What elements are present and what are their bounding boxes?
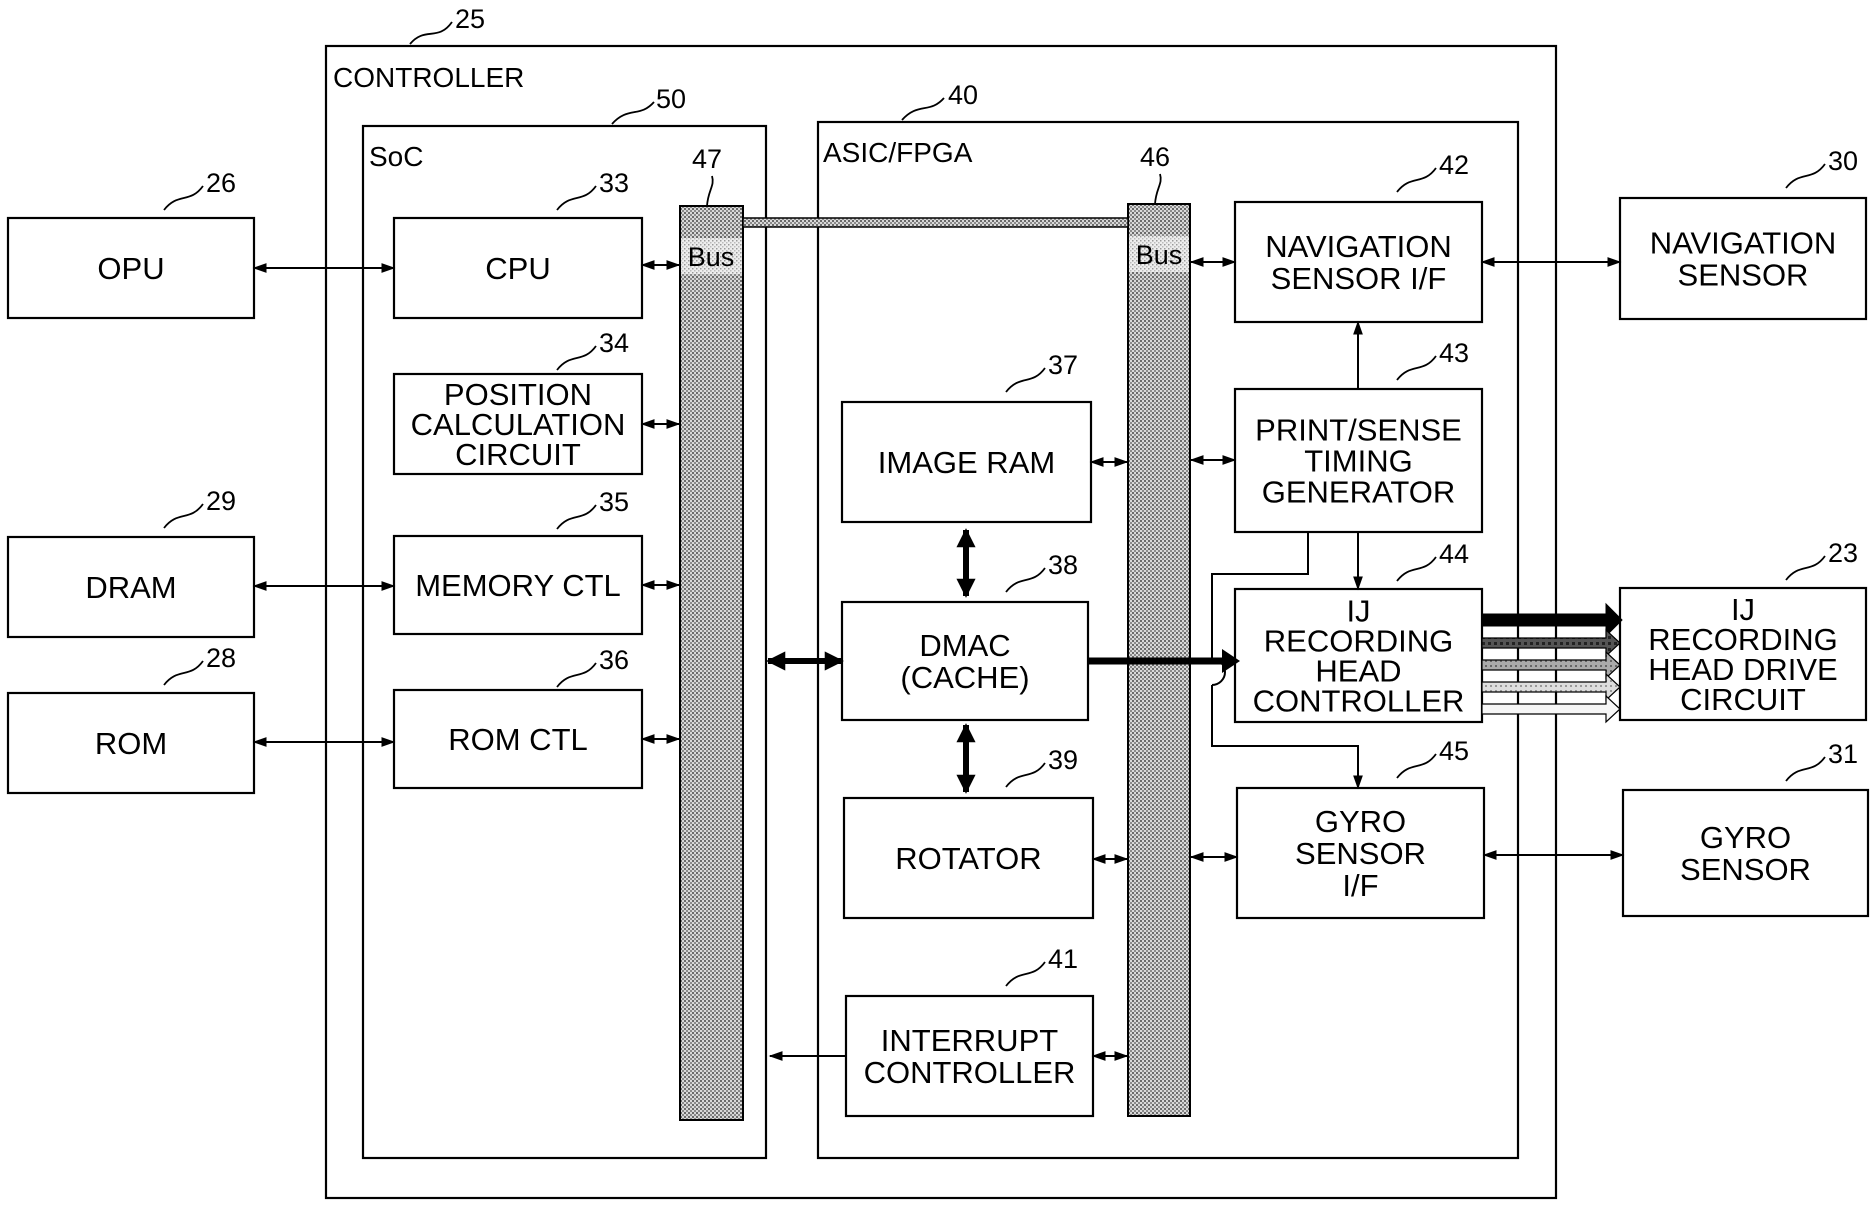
- cpu-ref: 33: [599, 168, 629, 198]
- gyroif-ref: 45: [1439, 736, 1469, 766]
- interrupt-label-line: INTERRUPT: [881, 1023, 1058, 1058]
- ij-drive-arrows: [1482, 604, 1622, 722]
- dmac-label-line: DMAC: [919, 628, 1010, 663]
- memctl-block: MEMORY CTL 35: [394, 487, 642, 634]
- controller-leader: [410, 22, 452, 44]
- gyroif-label-line: GYRO: [1315, 804, 1406, 839]
- romctl-ref-leader: [557, 663, 596, 687]
- asic-bus-leader: [1155, 174, 1161, 204]
- interrupt-ref: 41: [1048, 944, 1078, 974]
- bus-bridge: [743, 218, 1128, 227]
- opu-ref: 26: [206, 168, 236, 198]
- soc-leader: [612, 102, 654, 124]
- timing-label-line: GENERATOR: [1262, 475, 1456, 510]
- dmac-label-line: (CACHE): [900, 660, 1029, 695]
- position-ref-leader: [557, 346, 596, 370]
- position-ref: 34: [599, 328, 629, 358]
- asic-title: ASIC/FPGA: [823, 137, 973, 168]
- ijctl-label-line: CONTROLLER: [1253, 684, 1465, 719]
- imageram-ref: 37: [1048, 350, 1078, 380]
- opu-block: OPU 26: [8, 168, 254, 318]
- gyroif-label-line: I/F: [1342, 868, 1378, 903]
- interrupt-block: INTERRUPTCONTROLLER 41: [846, 944, 1093, 1116]
- timing-ref-leader: [1397, 356, 1436, 380]
- soc-bus: Bus: [680, 206, 743, 1120]
- rotator-label-line: ROTATOR: [895, 841, 1041, 876]
- ijdrive-block: IJRECORDINGHEAD DRIVECIRCUIT23: [1620, 538, 1866, 720]
- memctl-label-line: MEMORY CTL: [415, 568, 621, 603]
- dram-block: DRAM 29: [8, 486, 254, 637]
- asic-ref: 40: [948, 80, 978, 110]
- gyrosensor-label-line: GYRO: [1700, 820, 1791, 855]
- timing-label-line: PRINT/SENSE: [1255, 413, 1462, 448]
- navif-label-line: NAVIGATION: [1265, 229, 1452, 264]
- asic-bus-label: Bus: [1136, 240, 1183, 270]
- navsensor-block: NAVIGATIONSENSOR 30: [1620, 146, 1866, 319]
- gyrosensor-ref-leader: [1786, 757, 1825, 781]
- rom-ref: 28: [206, 643, 236, 673]
- timing-ref: 43: [1439, 338, 1469, 368]
- soc-title: SoC: [369, 141, 423, 172]
- imageram-label-line: IMAGE RAM: [878, 445, 1055, 480]
- controller-title: CONTROLLER: [333, 62, 524, 93]
- navif-ref: 42: [1439, 150, 1469, 180]
- ijdrive-ref-leader: [1786, 556, 1825, 580]
- gyroif-label-line: SENSOR: [1295, 836, 1426, 871]
- romctl-ref: 36: [599, 645, 629, 675]
- imageram-block: IMAGE RAM 37: [842, 350, 1091, 522]
- position-label-line: CIRCUIT: [455, 437, 581, 472]
- memctl-ref-leader: [557, 505, 596, 529]
- soc-ref: 50: [656, 84, 686, 114]
- ijdrive-label-line: CIRCUIT: [1680, 682, 1806, 717]
- cpu-label-line: CPU: [485, 251, 550, 286]
- navsensor-label-line: SENSOR: [1678, 258, 1809, 293]
- dmac-ref: 38: [1048, 550, 1078, 580]
- timing-label-line: TIMING: [1304, 444, 1413, 479]
- navif-label-line: SENSOR I/F: [1271, 261, 1447, 296]
- rotator-ref-leader: [1006, 763, 1045, 787]
- cpu-block: CPU 33: [394, 168, 642, 318]
- dram-ref: 29: [206, 486, 236, 516]
- position-block: POSITIONCALCULATIONCIRCUIT34: [394, 328, 642, 474]
- rom-block: ROM 28: [8, 643, 254, 793]
- dmac-ref-leader: [1006, 568, 1045, 592]
- dram-label-line: DRAM: [85, 570, 176, 605]
- soc-bus-label: Bus: [688, 242, 735, 272]
- romctl-label-line: ROM CTL: [448, 722, 588, 757]
- rom-ref-leader: [164, 661, 203, 685]
- rom-label-line: ROM: [95, 726, 167, 761]
- blocks-layer: OPU26DRAM29ROM28CPU33POSITIONCALCULATION…: [8, 146, 1868, 1116]
- soc-bus-ref: 47: [692, 144, 722, 174]
- soc-bus-leader: [707, 176, 713, 206]
- navif-ref-leader: [1397, 168, 1436, 192]
- ijctl-ref-leader: [1397, 557, 1436, 581]
- opu-label-line: OPU: [97, 251, 164, 286]
- memctl-ref: 35: [599, 487, 629, 517]
- controller-ref: 25: [455, 4, 485, 34]
- gyrosensor-ref: 31: [1828, 739, 1858, 769]
- gyrosensor-block: GYROSENSOR 31: [1623, 739, 1868, 916]
- dram-ref-leader: [164, 504, 203, 528]
- asic-bus-ref: 46: [1140, 142, 1170, 172]
- romctl-block: ROM CTL 36: [394, 645, 642, 788]
- navsensor-label-line: NAVIGATION: [1650, 226, 1837, 261]
- ijdrive-ref: 23: [1828, 538, 1858, 568]
- navsensor-ref-leader: [1786, 164, 1825, 188]
- gyroif-block: GYROSENSORI/F 45: [1237, 736, 1484, 918]
- gyrosensor-label-line: SENSOR: [1680, 852, 1811, 887]
- opu-ref-leader: [164, 186, 203, 210]
- navif-block: NAVIGATIONSENSOR I/F 42: [1235, 150, 1482, 322]
- interrupt-label-line: CONTROLLER: [864, 1055, 1076, 1090]
- interrupt-ref-leader: [1006, 962, 1045, 986]
- asic-leader: [902, 98, 944, 120]
- navsensor-ref: 30: [1828, 146, 1858, 176]
- imageram-ref-leader: [1006, 368, 1045, 392]
- gyroif-ref-leader: [1397, 754, 1436, 778]
- cpu-ref-leader: [557, 186, 596, 210]
- rotator-ref: 39: [1048, 745, 1078, 775]
- ijctl-ref: 44: [1439, 539, 1469, 569]
